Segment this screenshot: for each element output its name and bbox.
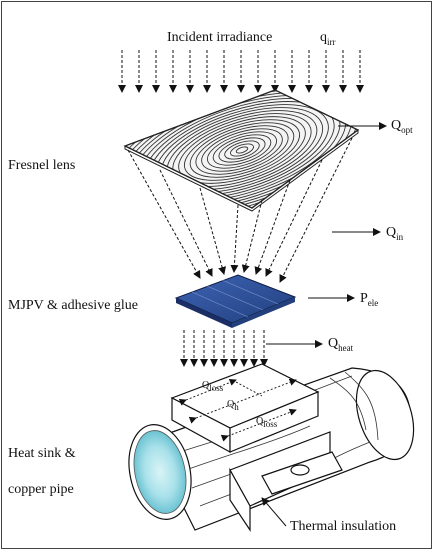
heat-loss-arrows <box>178 378 297 442</box>
mjpv-cell <box>174 274 297 328</box>
p-ele-label: Pele <box>360 291 379 308</box>
q-loss-bottom-label: Qloss <box>256 416 278 429</box>
fresnel-lens-label: Fresnel lens <box>8 158 76 173</box>
heat-sink-label-line2: copper pipe <box>8 482 74 497</box>
heat-flow-arrows <box>180 330 268 367</box>
incident-irradiance-arrows <box>118 50 364 93</box>
mjpv-label: MJPV & adhesive glue <box>8 298 139 313</box>
incident-irradiance-label: Incident irradiance <box>167 30 273 45</box>
q-loss-top-label: Qloss <box>202 380 224 393</box>
q-irr-label: qirr <box>320 30 336 47</box>
heat-sink-pipe <box>128 363 415 532</box>
q-in-label: Qin <box>386 225 404 242</box>
heat-sink-label-line1: Heat sink & <box>8 446 76 461</box>
thermal-insulation-pointer <box>261 497 287 527</box>
q-heat-label: Qheat <box>328 336 354 353</box>
q-opt-label: Qopt <box>391 118 413 135</box>
fresnel-lens <box>123 89 360 212</box>
q-h-label: Qh <box>227 399 239 412</box>
thermal-insulation-label: Thermal insulation <box>290 519 397 534</box>
converging-rays <box>127 137 353 283</box>
